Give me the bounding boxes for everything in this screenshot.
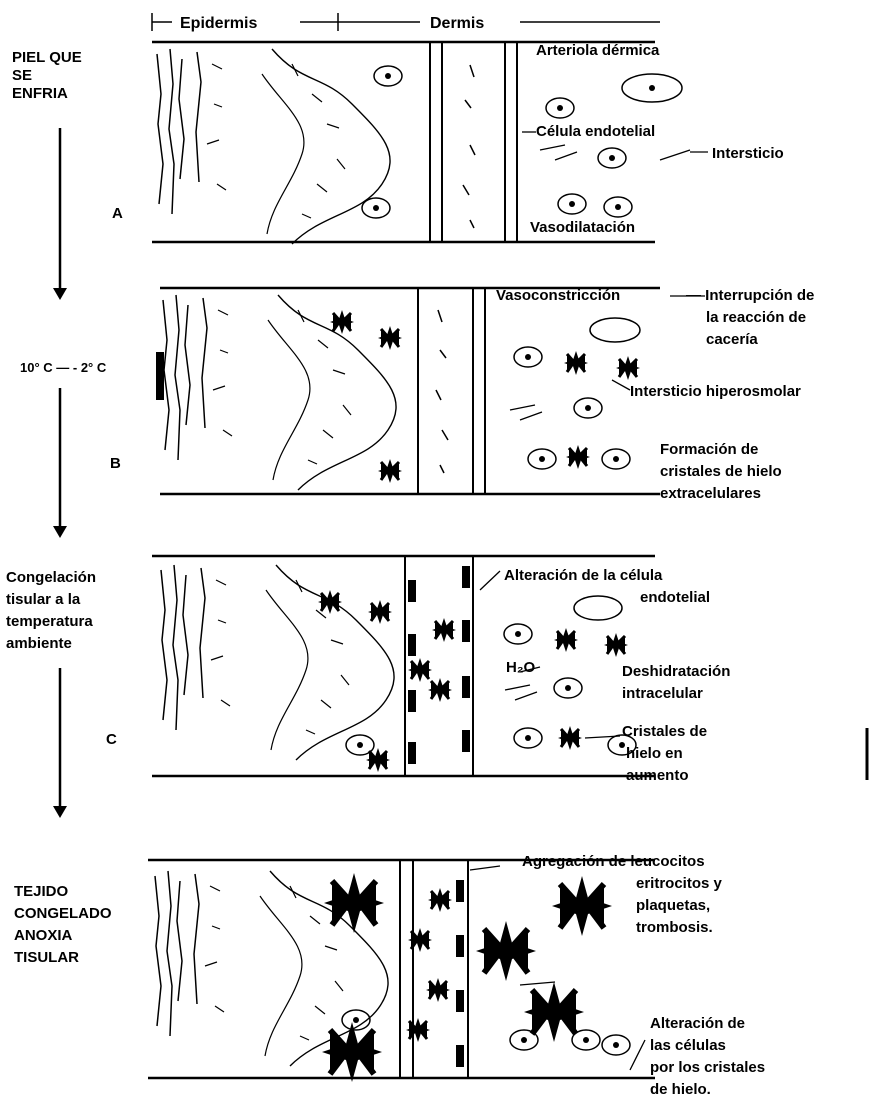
callout-cristales-1: Cristales de [622, 723, 707, 740]
callout-agregacion-2: eritrocitos y [636, 875, 723, 892]
side-label-d-2: CONGELADO [14, 905, 112, 922]
side-label-a-3: ENFRIA [12, 85, 68, 102]
callouts-d: Agregación de leucocitos eritrocitos y p… [522, 853, 765, 1098]
panel-b [156, 288, 705, 494]
callouts-a: Arteriola dérmica Célula endotelial Inte… [530, 42, 784, 236]
callout-intersticio: Intersticio [712, 145, 784, 162]
side-label-c-1: Congelación [6, 569, 96, 586]
epidermis-header: Epidermis [180, 15, 257, 32]
callout-cristales-3: aumento [626, 767, 689, 784]
side-label-a-2: SE [12, 67, 32, 84]
callout-alteracion-2: endotelial [640, 589, 710, 606]
panel-d [148, 860, 655, 1082]
flow-arrows [53, 128, 67, 818]
callout-formacion-1: Formación de [660, 441, 758, 458]
callout-celulas-3: por los cristales [650, 1059, 765, 1076]
callouts-c: Alteración de la célula endotelial H₂O D… [504, 567, 730, 784]
callouts-b: Vasoconstricción — Interrupción de la re… [496, 287, 814, 502]
dermis-header: Dermis [430, 15, 484, 32]
callout-deshidratacion-1: Deshidratación [622, 663, 730, 680]
callout-agregacion-1: Agregación de leucocitos [522, 853, 705, 870]
callout-interrupcion-1: — Interrupción de [686, 287, 814, 304]
stage-letter-a: A [112, 205, 123, 222]
side-label-c-4: ambiente [6, 635, 72, 652]
callout-deshidratacion-2: intracelular [622, 685, 703, 702]
callout-vasodilatacion: Vasodilatación [530, 219, 635, 236]
side-label-b-1: 10° C — - 2° C [20, 360, 107, 375]
stage-letter-b: B [110, 455, 121, 472]
side-labels: PIEL QUE SE ENFRIA A 10° C — - 2° C B Co… [6, 49, 123, 966]
callout-cristales-2: hielo en [626, 745, 683, 762]
callout-formacion-2: cristales de hielo [660, 463, 782, 480]
side-label-c-3: temperatura [6, 613, 93, 630]
callout-celulas-1: Alteración de [650, 1015, 745, 1032]
side-label-d-1: TEJIDO [14, 883, 69, 900]
callout-celulas-2: las células [650, 1037, 726, 1054]
header: Epidermis Dermis [152, 12, 660, 32]
panel-a [152, 42, 708, 244]
arrow-down-icon [53, 806, 67, 818]
callout-intersticio-hiperosmolar: Intersticio hiperosmolar [630, 383, 801, 400]
stage-letter-c: C [106, 731, 117, 748]
callout-celulas-4: de hielo. [650, 1081, 711, 1098]
side-label-d-4: TISULAR [14, 949, 79, 966]
callout-celula-endotelial: Célula endotelial [536, 123, 655, 140]
callout-agregacion-4: trombosis. [636, 919, 713, 936]
callout-interrupcion-3: cacería [706, 331, 758, 348]
side-label-d-3: ANOXIA [14, 927, 73, 944]
callout-alteracion-1: Alteración de la célula [504, 567, 663, 584]
callout-interrupcion-2: la reacción de [706, 309, 806, 326]
arrow-down-icon [53, 526, 67, 538]
callout-formacion-3: extracelulares [660, 485, 761, 502]
callout-arteriola: Arteriola dérmica [536, 42, 660, 59]
side-label-a-1: PIEL QUE [12, 49, 82, 66]
callout-vasoconstriccion: Vasoconstricción [496, 287, 620, 304]
callout-h2o: H₂O [506, 659, 535, 676]
side-label-c-2: tisular a la [6, 591, 81, 608]
arrow-down-icon [53, 288, 67, 300]
panel-c [152, 556, 655, 776]
callout-agregacion-3: plaquetas, [636, 897, 710, 914]
